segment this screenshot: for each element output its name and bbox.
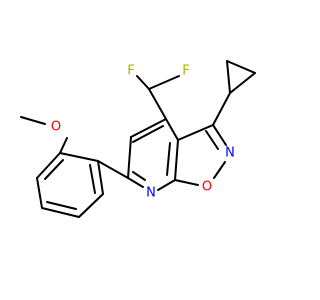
bond-iso-c3-n [212, 124, 227, 146]
bond-pyr-c3a-c4 [165, 118, 179, 141]
bond-ph-3-4 [41, 207, 80, 218]
atom-label-oxygen-isoxazole: O [202, 180, 212, 195]
bond-iso-o-c7a [174, 179, 199, 186]
atom-label-fluorine-right: F [182, 64, 189, 79]
bond-cf2-f-right [148, 75, 180, 90]
bond-ph-1-2 [97, 160, 104, 195]
bond-iso-n-o [213, 161, 226, 179]
bond-methoxy-o-ch3 [20, 116, 46, 125]
bond-pyr-c6-n-inner [132, 171, 146, 181]
bond-ph-4-5 [36, 177, 43, 209]
bond-cf2-ring [148, 88, 167, 120]
bond-pyr-c5-c6 [127, 136, 132, 179]
bond-pyr-phenyl [97, 160, 129, 179]
bond-pyr-c4-c5 [130, 118, 167, 138]
diagram-background [0, 0, 300, 300]
bond-ph-5-6 [36, 152, 61, 179]
bond-pyr-c6-n [127, 177, 144, 188]
atom-label-fluorine-left: F [127, 64, 134, 79]
bond-ph-5-6-inner [44, 159, 64, 180]
molecule-structure-diagram: F F O N O N [0, 0, 300, 300]
bond-cyclopropyl-b [226, 60, 256, 74]
bond-cf2-f-left [136, 75, 150, 90]
bond-cyclopropyl-a [226, 60, 231, 94]
bond-pyr-c4-c5-inner [132, 125, 164, 143]
atom-label-nitrogen-isoxazole: N [225, 146, 235, 161]
bond-ph-methoxy-o [59, 137, 68, 154]
bond-group [20, 60, 256, 218]
bond-pyr-c7a-c3a-inner [166, 142, 171, 176]
bond-iso-c3-n-inner [205, 130, 219, 150]
atom-labels: F F O N O N [51, 64, 235, 201]
bond-ph-1-2-inner [89, 164, 96, 194]
bond-pyr-n-c7a [157, 179, 176, 191]
bond-ph-2-3 [78, 193, 104, 218]
bond-ph-6-1 [59, 152, 99, 162]
bond-iso-c3a-c3 [177, 124, 214, 141]
bond-cyclopropyl-c [229, 72, 256, 94]
atom-label-nitrogen-pyridine: N [146, 186, 156, 201]
atom-label-oxygen-methoxy: O [51, 120, 61, 135]
bond-ph-3-4-inner [46, 201, 77, 210]
bond-pyr-c7a-c3a [174, 139, 179, 181]
bond-cyclopropyl-ring [212, 92, 231, 126]
